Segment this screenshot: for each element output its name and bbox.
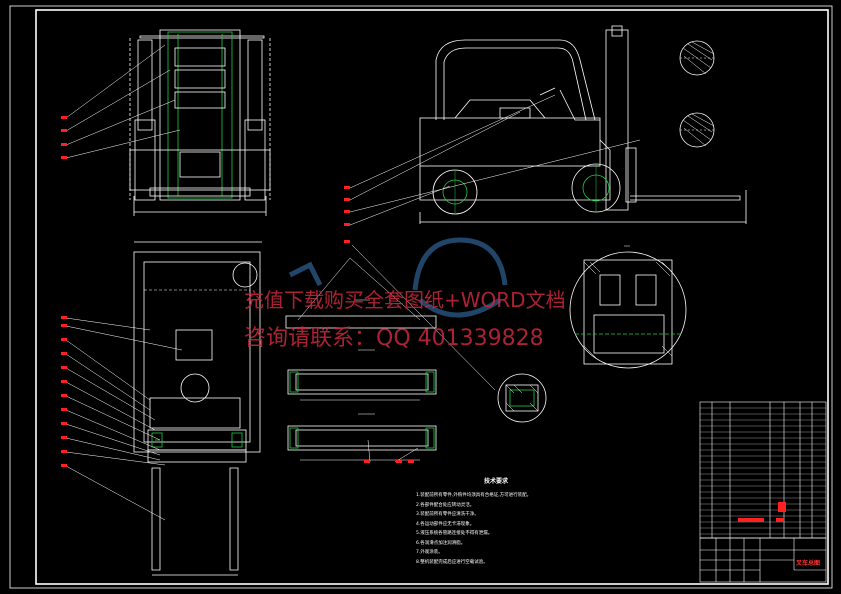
note-item: 6.各润滑点加注润滑脂。 (416, 540, 466, 546)
balloon-markers-middle (364, 460, 414, 463)
balloon-markers-front (61, 116, 67, 159)
leaders-middle (297, 244, 496, 463)
note-item: 1.装配前所有零件,外购件均须具有合格证,方可进行装配。 (416, 493, 532, 498)
leaders-side (349, 94, 641, 226)
watermark-line-1: 充值下载购买全套图纸+WORD文档 (244, 288, 566, 312)
note-item: 2.各部件配合处应转动灵活。 (416, 502, 475, 508)
section-detail-circles (679, 40, 715, 148)
inner-frame (35, 9, 829, 585)
parts-list-table (699, 401, 827, 539)
notes-title: 技术要求 (484, 478, 509, 485)
detail-circle-small (497, 373, 547, 423)
beam-sections (285, 299, 437, 461)
note-item: 8.整机装配完成后应进行空载试验。 (416, 559, 488, 565)
balloon-markers-side (344, 186, 350, 243)
leaders-top (65, 317, 183, 521)
watermark-line-2: 咨询请联系：QQ 401339828 (244, 326, 544, 351)
balloon-markers-top (61, 316, 67, 467)
note-item: 7.外观涂装。 (416, 550, 443, 555)
red-stamp-marks (738, 502, 786, 522)
note-item: 5.液压系统各管路连接处不得有泄漏。 (416, 531, 493, 536)
parts-list-rows (700, 407, 826, 535)
detail-circle-large (569, 245, 687, 369)
title-block-title: 叉车总图 (796, 560, 821, 567)
top-view-forklift (133, 241, 262, 576)
outer-frame (9, 5, 833, 589)
note-item: 4.各运动部件应无卡滞现象。 (416, 521, 475, 527)
note-item: 3.装配前所有零件应清洗干净。 (416, 512, 479, 517)
leaders-front (65, 44, 181, 159)
front-view-mast (129, 29, 271, 216)
watermark-logo (288, 237, 508, 318)
side-view-forklift (419, 25, 747, 224)
title-block (699, 537, 827, 583)
